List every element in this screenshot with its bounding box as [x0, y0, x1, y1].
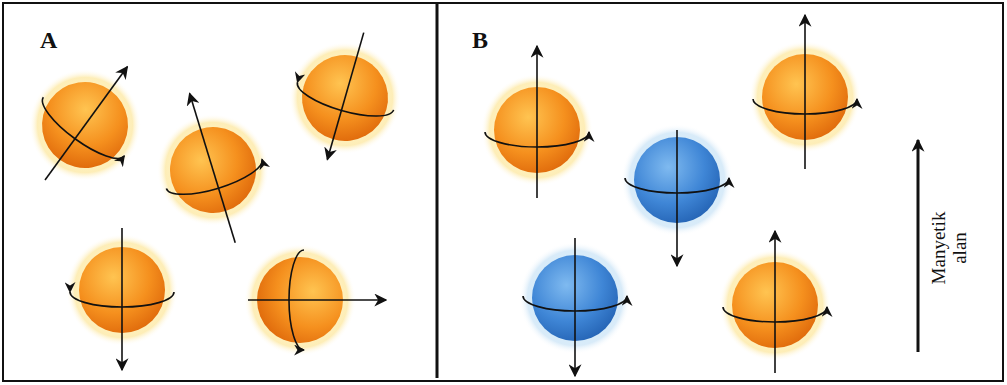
proton-random [0, 34, 173, 213]
panel-label: A [40, 28, 57, 52]
proton-random [274, 17, 418, 175]
field-arrow [917, 140, 920, 352]
proton-aligned [481, 46, 593, 198]
proton-antiparallel [519, 238, 631, 376]
proton-random [66, 228, 178, 370]
proton-antiparallel [621, 124, 733, 266]
divider [436, 4, 439, 378]
proton-random [136, 77, 289, 259]
proton-aligned [749, 15, 861, 169]
proton-random [244, 244, 386, 356]
field-label: Manyetik alan [929, 212, 971, 285]
panel-label: B [472, 28, 488, 52]
proton-aligned [719, 231, 831, 373]
frame [3, 3, 1003, 381]
